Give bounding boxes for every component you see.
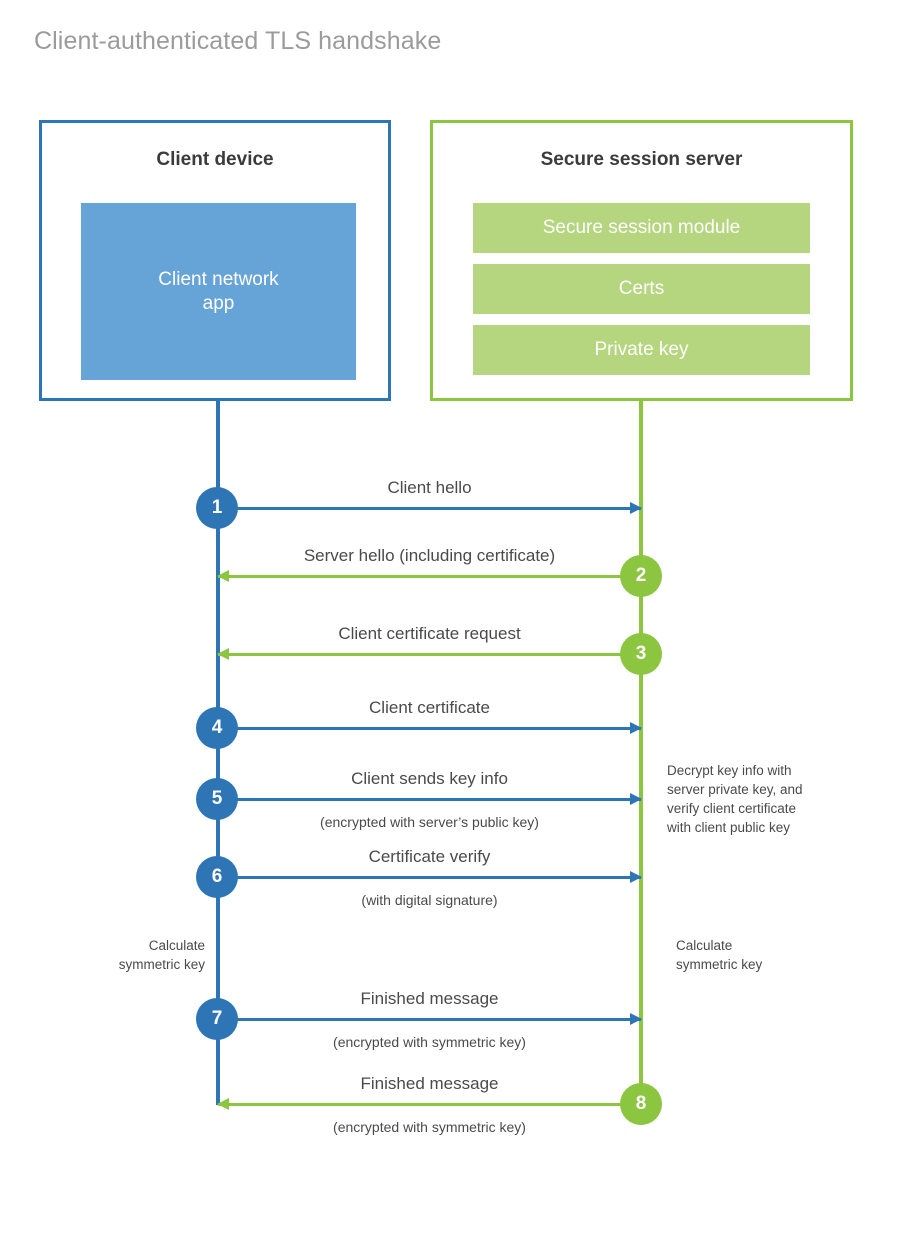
note-client-calculate-symmetric-key: Calculate symmetric key (118, 938, 205, 973)
step-circle-4: 4 (196, 707, 238, 749)
message-sublabel-5: (encrypted with server’s public key) (320, 814, 539, 830)
arrow-line (218, 653, 641, 656)
message-label-4: Client certificate (369, 698, 490, 717)
step-circle-1: 1 (196, 487, 238, 529)
secure-session-server-box: Secure session server Secure session mod… (430, 120, 853, 401)
server-module-bar-secure-session-module: Secure session module (473, 203, 810, 253)
message-label-1: Client hello (387, 478, 472, 497)
step-circle-3: 3 (620, 633, 662, 675)
arrow-head-right-icon (630, 502, 642, 514)
step-circle-8: 8 (620, 1083, 662, 1125)
step-circle-2: 2 (620, 555, 662, 597)
arrow-head-left-icon (217, 570, 229, 582)
message-label-5: Client sends key info (351, 769, 508, 788)
secure-session-server-title: Secure session server (540, 149, 743, 170)
client-network-app-block: Client network app (81, 203, 356, 380)
arrow-line (218, 876, 641, 879)
step-circle-5: 5 (196, 778, 238, 820)
arrow-head-left-icon (217, 1098, 229, 1110)
server-module-bar-certs: Certs (473, 264, 810, 314)
arrow-line (218, 575, 641, 578)
client-device-title: Client device (156, 149, 274, 170)
note-server-decrypt: Decrypt key info with server private key… (667, 763, 803, 836)
message-label-2: Server hello (including certificate) (303, 546, 556, 565)
server-lifeline (639, 398, 643, 1105)
message-label-3: Client certificate request (338, 624, 521, 643)
message-label-6: Certificate verify (368, 847, 491, 866)
message-sublabel-6: (with digital signature) (361, 892, 498, 908)
arrow-line (218, 1018, 641, 1021)
client-device-box: Client device Client network app (39, 120, 391, 401)
message-sublabel-8: (encrypted with symmetric key) (333, 1119, 526, 1135)
arrow-head-right-icon (630, 1013, 642, 1025)
arrow-line (218, 727, 641, 730)
arrow-line (218, 798, 641, 801)
arrow-line (218, 507, 641, 510)
arrow-line (218, 1103, 641, 1106)
message-label-8: Finished message (360, 1074, 499, 1093)
step-circle-7: 7 (196, 998, 238, 1040)
server-module-bar-private-key: Private key (473, 325, 810, 375)
arrow-head-left-icon (217, 648, 229, 660)
arrow-head-right-icon (630, 722, 642, 734)
message-label-7: Finished message (360, 989, 499, 1008)
arrow-head-right-icon (630, 793, 642, 805)
client-lifeline (216, 398, 220, 1105)
page-title: Client-authenticated TLS handshake (34, 27, 442, 55)
arrow-head-right-icon (630, 871, 642, 883)
note-server-calculate-symmetric-key: Calculate symmetric key (676, 938, 763, 973)
step-circle-6: 6 (196, 856, 238, 898)
message-sublabel-7: (encrypted with symmetric key) (333, 1034, 526, 1050)
